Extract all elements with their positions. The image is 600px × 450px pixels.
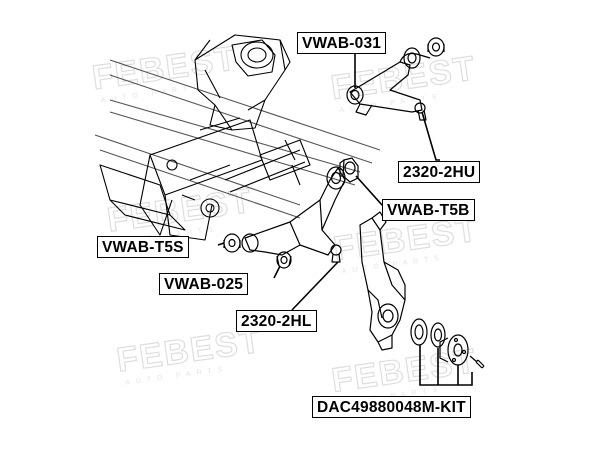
upper-arm-bushing: [427, 37, 445, 57]
leader-vwab-t5s: [217, 242, 225, 246]
leader-2320-2hu: [421, 111, 440, 161]
part-label-vwab-031[interactable]: VWAB-031: [297, 32, 387, 54]
leader-dac-kit: [419, 345, 473, 386]
leader-vwab-025: [273, 265, 281, 279]
upper-control-arm: [346, 47, 431, 121]
hub-bolt: [469, 355, 485, 369]
part-label-2320-2hl[interactable]: 2320-2HL: [236, 310, 317, 332]
bushing-vwab-025: [276, 251, 292, 269]
leader-vwab-t5b: [355, 175, 384, 206]
part-label-dac49880048m-kit[interactable]: DAC49880048M-KIT: [312, 396, 471, 418]
bushing-vwab-t5s: [223, 233, 241, 253]
subframe: [94, 34, 381, 241]
part-label-2320-2hu[interactable]: 2320-2HU: [398, 161, 481, 183]
part-label-vwab-t5s[interactable]: VWAB-T5S: [97, 236, 189, 258]
wheel-bearing-kit: [410, 318, 446, 348]
part-label-vwab-025[interactable]: VWAB-025: [159, 273, 249, 295]
leader-2320-2hl: [291, 261, 339, 311]
part-label-vwab-t5b[interactable]: VWAB-T5B: [382, 199, 475, 221]
